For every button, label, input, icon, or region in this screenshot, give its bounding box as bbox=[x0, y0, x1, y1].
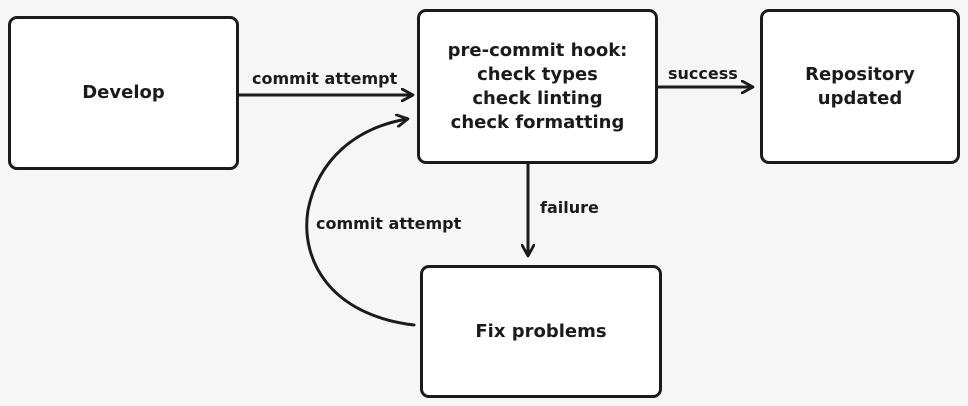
edge-label-commit-attempt-loop: commit attempt bbox=[316, 214, 462, 233]
edge-label-commit-attempt-top: commit attempt bbox=[252, 69, 398, 88]
node-fix-problems-label: Fix problems bbox=[475, 320, 607, 342]
hook-line-title: pre-commit hook: bbox=[447, 39, 628, 61]
node-repository-updated-label: Repository updated bbox=[805, 63, 915, 109]
arrow-fix-to-hook bbox=[305, 119, 416, 327]
hook-line-types: check types bbox=[477, 63, 598, 85]
node-develop-label: Develop bbox=[82, 82, 165, 103]
node-fix-problems: Fix problems bbox=[420, 265, 662, 398]
node-repository-updated: Repository updated bbox=[760, 9, 960, 164]
hook-line-formatting: check formatting bbox=[450, 111, 625, 133]
edge-label-failure: failure bbox=[540, 198, 599, 217]
node-pre-commit-hook: pre-commit hook: check types check linti… bbox=[417, 9, 658, 164]
hook-line-linting: check linting bbox=[472, 87, 603, 109]
node-develop: Develop bbox=[8, 16, 239, 170]
edge-label-success: success bbox=[668, 64, 738, 83]
node-pre-commit-hook-text: pre-commit hook: check types check linti… bbox=[448, 39, 628, 135]
